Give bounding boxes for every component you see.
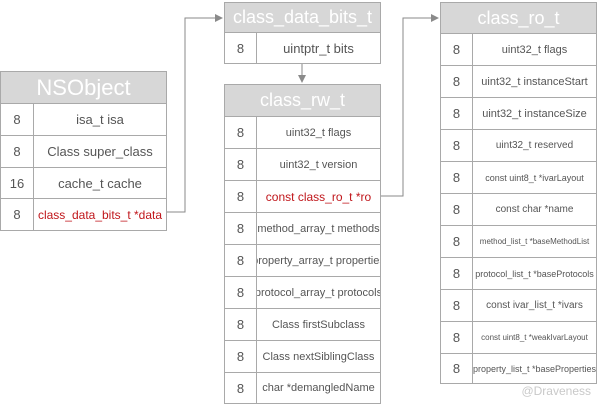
field-name: char *demangledName xyxy=(262,382,375,394)
field-name: method_array_t methods xyxy=(257,222,380,235)
field-name: const ivar_list_t *ivars xyxy=(486,300,583,311)
class-rw-table: class_rw_t 8 uint32_t flags 8 uint32_t v… xyxy=(224,84,381,404)
field-size: 8 xyxy=(441,34,473,65)
field-name: uint32_t instanceStart xyxy=(481,75,588,88)
field-size: 8 xyxy=(441,162,473,193)
field-size: 8 xyxy=(225,149,257,180)
table-row: 8 isa_t isa xyxy=(1,104,166,136)
table-row: 8 uint32_t flags xyxy=(441,34,596,66)
table-row: 8 Class nextSiblingClass xyxy=(225,341,380,373)
field-name: uintptr_t bits xyxy=(283,40,354,56)
field-name: Class nextSiblingClass xyxy=(262,350,375,363)
field-size: 8 xyxy=(225,117,257,148)
watermark: @Draveness xyxy=(521,384,591,398)
field-name: const uint8_t *ivarLayout xyxy=(485,172,584,183)
field-size: 8 xyxy=(441,322,473,353)
table-row: 8 protocol_array_t protocols xyxy=(225,277,380,309)
class-ro-table: class_ro_t 8 uint32_t flags 8 uint32_t i… xyxy=(440,2,597,384)
table-row: 8 const char *name xyxy=(441,194,596,226)
class-rw-title: class_rw_t xyxy=(225,85,380,117)
arrow-ro-to-class-ro xyxy=(380,14,439,197)
field-size: 8 xyxy=(441,98,473,129)
field-name-highlighted: class_data_bits_t *data xyxy=(37,207,163,222)
table-row: 8 char *demangledName xyxy=(225,373,380,403)
arrow-data-to-class-data-bits xyxy=(166,14,223,213)
field-size: 8 xyxy=(225,309,257,340)
table-row: 8 class_data_bits_t *data xyxy=(1,199,166,230)
table-row: 8 uint32_t instanceStart xyxy=(441,66,596,98)
table-row: 8 uintptr_t bits xyxy=(225,33,380,63)
field-size: 8 xyxy=(441,226,473,257)
field-name: uint32_t flags xyxy=(285,126,352,139)
field-size: 8 xyxy=(225,213,257,244)
field-name: uint32_t reserved xyxy=(495,140,574,151)
field-name: uint32_t flags xyxy=(501,43,568,56)
field-size: 8 xyxy=(441,194,473,225)
field-size: 8 xyxy=(225,33,257,63)
field-size: 8 xyxy=(1,199,34,230)
field-name: const uint8_t *weakIvarLayout xyxy=(481,333,588,342)
table-row: 8 property_list_t *baseProperties xyxy=(441,354,596,383)
table-row: 8 const uint8_t *ivarLayout xyxy=(441,162,596,194)
table-row: 8 const ivar_list_t *ivars xyxy=(441,290,596,322)
table-row: 8 const class_ro_t *ro xyxy=(225,181,380,213)
field-name: method_list_t *baseMethodList xyxy=(479,237,590,246)
field-name: const char *name xyxy=(495,204,574,215)
field-name: protocol_list_t *baseProtocols xyxy=(475,268,594,279)
field-size: 16 xyxy=(1,168,34,198)
table-row: 8 uint32_t version xyxy=(225,149,380,181)
table-row: 8 uint32_t reserved xyxy=(441,130,596,162)
field-name: isa_t isa xyxy=(76,112,124,127)
field-name: property_array_t properties xyxy=(257,254,380,267)
table-row: 8 protocol_list_t *baseProtocols xyxy=(441,258,596,290)
field-size: 8 xyxy=(441,258,473,289)
field-size: 8 xyxy=(441,354,473,383)
field-size: 8 xyxy=(441,66,473,97)
table-row: 8 const uint8_t *weakIvarLayout xyxy=(441,322,596,354)
field-size: 8 xyxy=(441,130,473,161)
class-data-bits-title: class_data_bits_t xyxy=(225,3,380,33)
field-name: Class super_class xyxy=(47,144,153,159)
field-name: Class firstSubclass xyxy=(272,318,365,331)
field-name: uint32_t instanceSize xyxy=(482,107,587,120)
class-ro-title: class_ro_t xyxy=(441,3,596,34)
table-row: 8 Class super_class xyxy=(1,136,166,168)
class-data-bits-table: class_data_bits_t 8 uintptr_t bits xyxy=(224,2,381,64)
nsobject-title: NSObject xyxy=(1,72,166,104)
field-size: 8 xyxy=(1,104,34,135)
table-row: 8 method_list_t *baseMethodList xyxy=(441,226,596,258)
field-name-highlighted: const class_ro_t *ro xyxy=(265,189,372,204)
field-size: 8 xyxy=(225,341,257,372)
table-row: 8 property_array_t properties xyxy=(225,245,380,277)
field-size: 8 xyxy=(225,245,257,276)
field-name: uint32_t version xyxy=(279,158,358,171)
table-row: 8 method_array_t methods xyxy=(225,213,380,245)
field-size: 8 xyxy=(225,277,257,308)
field-name: protocol_array_t protocols xyxy=(257,286,380,299)
table-row: 8 uint32_t flags xyxy=(225,117,380,149)
field-size: 8 xyxy=(225,373,257,403)
field-name: cache_t cache xyxy=(58,175,142,191)
field-size: 8 xyxy=(441,290,473,321)
nsobject-table: NSObject 8 isa_t isa 8 Class super_class… xyxy=(0,71,167,231)
table-row: 8 Class firstSubclass xyxy=(225,309,380,341)
field-size: 8 xyxy=(225,181,257,212)
table-row: 16 cache_t cache xyxy=(1,168,166,199)
field-name: property_list_t *baseProperties xyxy=(473,363,596,374)
field-size: 8 xyxy=(1,136,34,167)
table-row: 8 uint32_t instanceSize xyxy=(441,98,596,130)
